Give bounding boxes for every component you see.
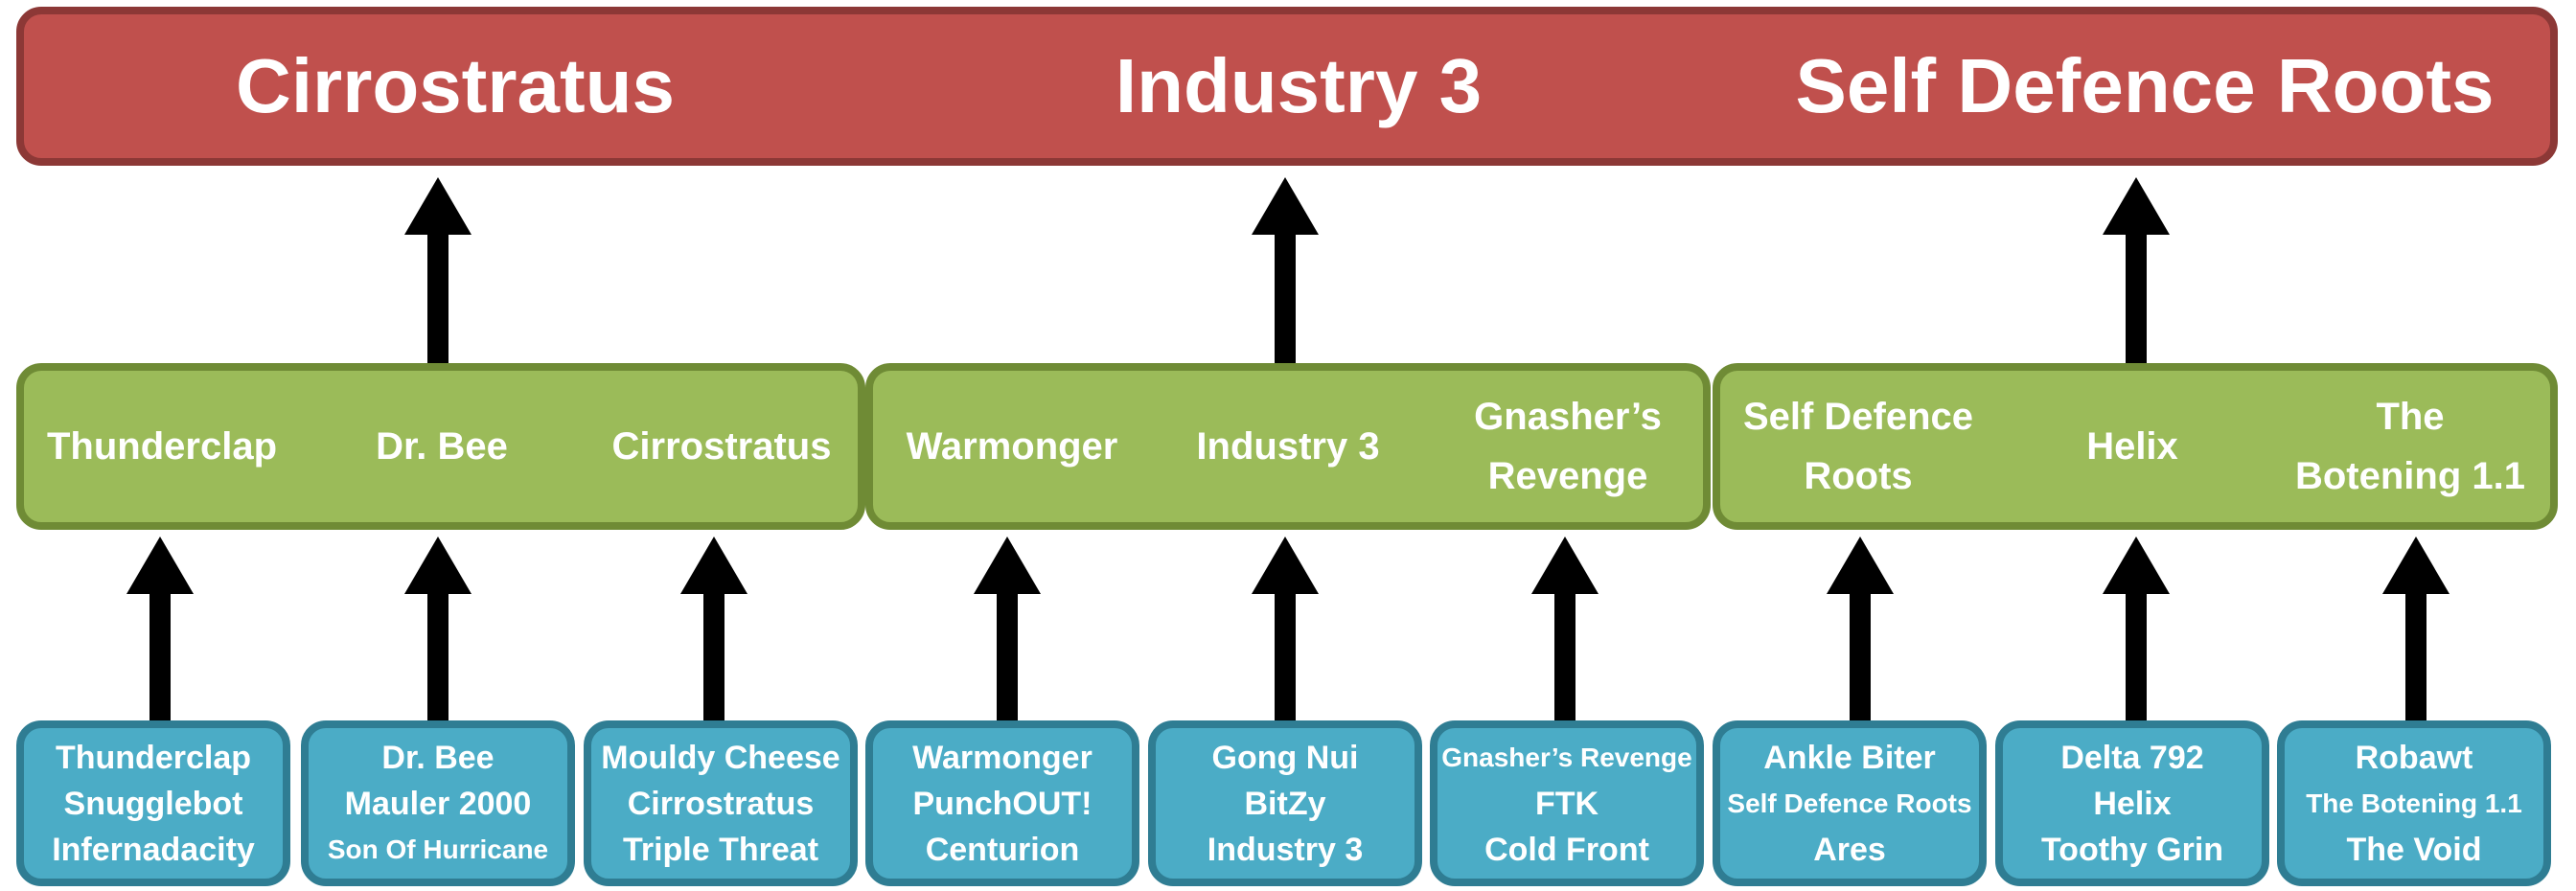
group-2-item-1: Warmonger	[906, 425, 1118, 468]
group-box-2: Warmonger Industry 3 Gnasher’s Revenge	[865, 363, 1711, 530]
final-winner-2: Industry 3	[1115, 43, 1483, 128]
arrow-up-icon	[680, 537, 748, 720]
entrant-name: Gnasher’s Revenge	[1441, 742, 1692, 772]
entrant-name: Infernadacity	[52, 831, 255, 868]
entrant-box-6: Gnasher’s Revenge FTK Cold Front	[1430, 720, 1704, 886]
group-2-item-3: Gnasher’s Revenge	[1474, 396, 1662, 497]
final-winner-3: Self Defence Roots	[1795, 43, 2495, 128]
group-3-item-2: Helix	[2086, 425, 2178, 468]
entrant-box-3: Mouldy Cheese Cirrostratus Triple Threat	[584, 720, 858, 886]
entrant-name: Cold Front	[1484, 831, 1649, 868]
group-1-item-1: Thunderclap	[46, 425, 278, 468]
entrant-name: Warmonger	[912, 739, 1092, 776]
entrant-name: Mouldy Cheese	[601, 739, 840, 776]
group-1-item-3: Cirrostratus	[611, 425, 832, 468]
group-box-1: Thunderclap Dr. Bee Cirrostratus	[16, 363, 865, 530]
entrant-name: Ares	[1813, 831, 1886, 868]
entrant-name: Gong Nui	[1211, 739, 1359, 776]
arrow-up-icon	[2103, 177, 2170, 363]
group-3-item-3: The Botening 1.1	[2294, 396, 2526, 497]
entrant-box-9: Robawt The Botening 1.1 The Void	[2277, 720, 2551, 886]
final-winner-1: Cirrostratus	[236, 43, 675, 128]
entrant-name: PunchOUT!	[912, 785, 1092, 822]
arrow-up-icon	[126, 537, 194, 720]
entrant-name: Dr. Bee	[381, 739, 494, 776]
entrant-name: Self Defence Roots	[1727, 788, 1972, 818]
entrant-name: Snugglebot	[63, 785, 243, 822]
group-2-item-2: Industry 3	[1196, 425, 1380, 468]
arrow-up-icon	[1531, 537, 1598, 720]
entrant-box-7: Ankle Biter Self Defence Roots Ares	[1713, 720, 1987, 886]
entrant-name: Toothy Grin	[2040, 831, 2224, 868]
arrow-up-icon	[2382, 537, 2450, 720]
arrow-up-icon	[2103, 537, 2170, 720]
arrow-up-icon	[1827, 537, 1894, 720]
entrant-name: Triple Threat	[622, 831, 819, 868]
arrow-up-icon	[974, 537, 1041, 720]
entrant-name: Thunderclap	[55, 739, 252, 776]
entrant-name: Ankle Biter	[1763, 739, 1936, 776]
arrow-up-icon	[404, 177, 472, 363]
group-3-item-1: Self Defence Roots	[1742, 396, 1974, 497]
entrant-name: Mauler 2000	[344, 785, 532, 822]
entrant-name: Centurion	[925, 831, 1080, 868]
entrant-box-5: Gong Nui BitZy Industry 3	[1148, 720, 1422, 886]
entrant-name: Cirrostratus	[627, 785, 815, 822]
entrant-name: Delta 792	[2060, 739, 2204, 776]
arrow-up-icon	[1252, 177, 1319, 363]
entrant-name: Industry 3	[1207, 831, 1364, 868]
entrant-box-1: Thunderclap Snugglebot Infernadacity	[16, 720, 290, 886]
entrant-name: Robawt	[2355, 739, 2473, 776]
entrant-box-2: Dr. Bee Mauler 2000 Son Of Hurricane	[301, 720, 575, 886]
final-winners-bar: Cirrostratus Industry 3 Self Defence Roo…	[16, 7, 2558, 166]
entrant-name: Helix	[2093, 785, 2172, 822]
group-box-3: Self Defence Roots Helix The Botening 1.…	[1713, 363, 2558, 530]
entrant-box-4: Warmonger PunchOUT! Centurion	[865, 720, 1139, 886]
entrant-name: FTK	[1534, 785, 1599, 822]
entrant-name: The Void	[2346, 831, 2482, 868]
group-1-item-2: Dr. Bee	[376, 425, 508, 468]
entrant-box-8: Delta 792 Helix Toothy Grin	[1995, 720, 2269, 886]
entrant-name: Son Of Hurricane	[327, 834, 549, 864]
entrant-name: BitZy	[1244, 785, 1326, 822]
entrant-name: The Botening 1.1	[2306, 788, 2522, 818]
arrow-up-icon	[404, 537, 472, 720]
arrow-up-icon	[1252, 537, 1319, 720]
